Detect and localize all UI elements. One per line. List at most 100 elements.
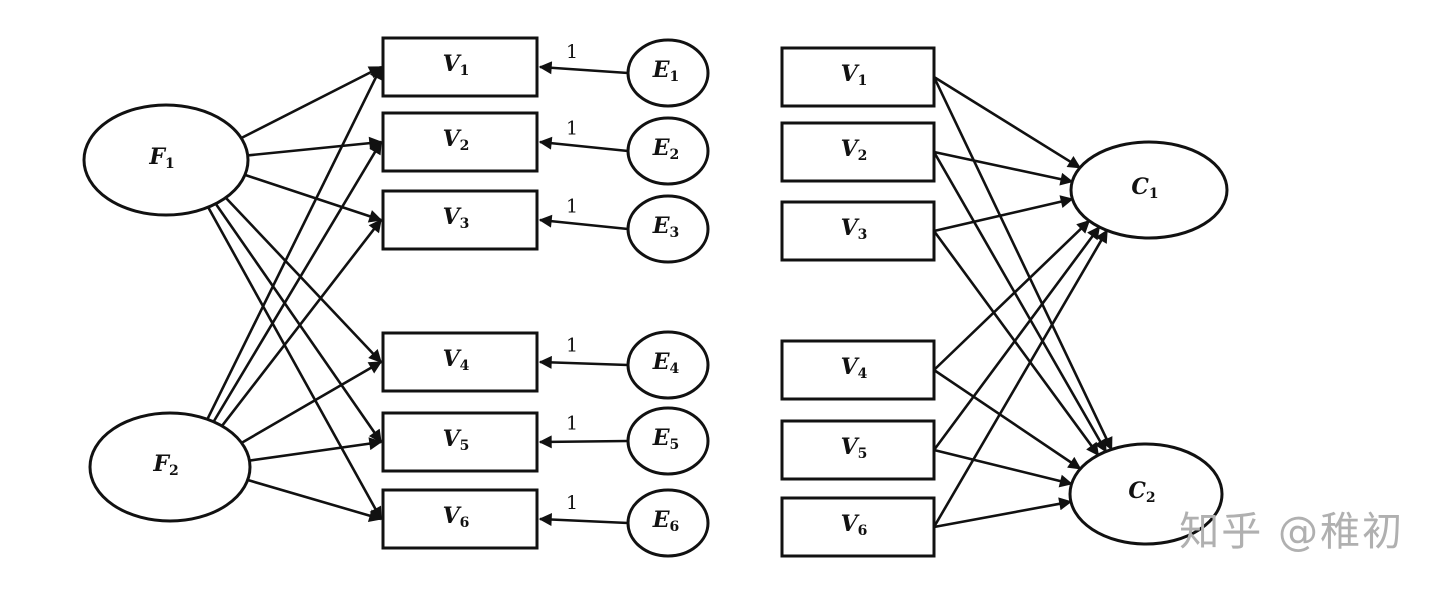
error-edge-E1 bbox=[538, 61, 629, 75]
loading-edge-F2-V6 bbox=[245, 478, 383, 522]
left-indicator-V2: V2 bbox=[381, 111, 539, 173]
weight-edge-V1-C2 bbox=[932, 76, 1113, 451]
indicator-box bbox=[381, 36, 539, 98]
loading-edge-F2-V4 bbox=[239, 360, 383, 445]
weight-edge-V6-C2 bbox=[933, 497, 1073, 529]
indicator-label: V5 bbox=[443, 426, 470, 454]
error-label: E3 bbox=[652, 213, 680, 241]
error-label: E5 bbox=[652, 425, 680, 453]
error-weight-label: 1 bbox=[566, 492, 578, 514]
watermark: 知乎 @稚初 bbox=[1179, 509, 1404, 555]
indicator-box bbox=[780, 46, 936, 108]
weight-edge-V5-C2 bbox=[933, 448, 1073, 488]
loading-edge-F1-V1 bbox=[239, 65, 383, 140]
component-ellipse bbox=[1069, 140, 1229, 240]
left-indicator-V6: V6 bbox=[381, 488, 539, 550]
indicator-label: V2 bbox=[443, 126, 470, 154]
error-weight-label: 1 bbox=[566, 41, 578, 63]
error-E6: E6 bbox=[626, 488, 710, 558]
indicator-label: V3 bbox=[841, 215, 868, 243]
weight-edge-V2-C1 bbox=[933, 150, 1074, 186]
indicator-label: V6 bbox=[443, 503, 470, 531]
error-weight-label: 1 bbox=[566, 335, 578, 357]
error-E5: E5 bbox=[626, 406, 710, 476]
loading-edge-F2-V2 bbox=[211, 140, 383, 424]
factor-ellipse bbox=[82, 103, 250, 217]
error-edge-E6 bbox=[538, 513, 629, 527]
indicator-box bbox=[381, 488, 539, 550]
error-edge-E5 bbox=[538, 435, 629, 449]
indicator-label: V6 bbox=[841, 511, 868, 539]
nodes-layer: 111111V1V2V3V4V5V6F1F2E1E2E3E4E5E6V1V2V3… bbox=[82, 36, 1229, 558]
left-indicator-V5: V5 bbox=[381, 411, 539, 473]
indicator-label: V3 bbox=[443, 204, 470, 232]
indicator-label: V4 bbox=[443, 346, 470, 374]
error-ellipse bbox=[626, 38, 710, 108]
indicator-label: V5 bbox=[841, 434, 868, 462]
error-ellipse bbox=[626, 488, 710, 558]
loading-edge-F2-V3 bbox=[220, 218, 383, 428]
error-label: E2 bbox=[652, 135, 680, 163]
error-ellipse bbox=[626, 330, 710, 400]
loading-edge-F1-V5 bbox=[213, 201, 383, 444]
error-E3: E3 bbox=[626, 194, 710, 264]
loading-edge-F2-V1 bbox=[205, 65, 383, 421]
right-indicator-V5: V5 bbox=[780, 419, 936, 481]
factor-F2: F2 bbox=[88, 411, 252, 523]
error-edge-E2 bbox=[538, 136, 629, 153]
right-indicator-V1: V1 bbox=[780, 46, 936, 108]
weight-edge-V6-C1 bbox=[932, 229, 1109, 528]
weight-edge-V5-C1 bbox=[932, 225, 1101, 451]
indicator-label: V1 bbox=[443, 51, 470, 79]
error-ellipse bbox=[626, 116, 710, 186]
error-weight-label: 1 bbox=[566, 118, 578, 140]
right-indicator-V4: V4 bbox=[780, 339, 936, 401]
error-E1: E1 bbox=[626, 38, 710, 108]
component-ellipse bbox=[1068, 442, 1224, 546]
indicator-label: V1 bbox=[841, 61, 868, 89]
indicator-box bbox=[780, 121, 936, 183]
error-E4: E4 bbox=[626, 330, 710, 400]
right-indicator-V2: V2 bbox=[780, 121, 936, 183]
edges-layer bbox=[205, 61, 1113, 529]
loading-edge-F1-V2 bbox=[245, 136, 383, 157]
loading-edge-F2-V5 bbox=[247, 437, 383, 463]
error-label: E6 bbox=[652, 507, 680, 535]
indicator-label: V4 bbox=[841, 354, 868, 382]
error-label: E4 bbox=[652, 349, 680, 377]
indicator-box bbox=[780, 339, 936, 401]
loading-edge-F1-V4 bbox=[223, 195, 382, 363]
error-ellipse bbox=[626, 406, 710, 476]
left-indicator-V4: V4 bbox=[381, 331, 539, 393]
indicator-box bbox=[381, 411, 539, 473]
factor-ellipse bbox=[88, 411, 252, 523]
factor-label: F1 bbox=[148, 144, 174, 172]
factor-label: F2 bbox=[152, 451, 178, 479]
error-edge-E3 bbox=[538, 214, 629, 231]
weight-edge-V4-C1 bbox=[933, 219, 1091, 371]
right-indicator-V6: V6 bbox=[780, 496, 936, 558]
factor-F1: F1 bbox=[82, 103, 250, 217]
weight-edge-V2-C2 bbox=[932, 151, 1108, 453]
loading-edge-F1-V3 bbox=[243, 173, 383, 223]
component-C1: C1 bbox=[1069, 140, 1229, 240]
component-C2: C2 bbox=[1068, 442, 1224, 546]
component-label: C2 bbox=[1128, 478, 1155, 506]
weight-edge-V3-C2 bbox=[932, 230, 1100, 457]
indicator-box bbox=[780, 419, 936, 481]
right-indicator-V3: V3 bbox=[780, 200, 936, 262]
indicator-label: V2 bbox=[841, 136, 868, 164]
error-E2: E2 bbox=[626, 116, 710, 186]
indicator-box bbox=[381, 111, 539, 173]
indicator-box bbox=[381, 331, 539, 393]
left-indicator-V3: V3 bbox=[381, 189, 539, 251]
error-label: E1 bbox=[652, 57, 680, 85]
weight-edge-V4-C2 bbox=[933, 368, 1082, 470]
left-indicator-V1: V1 bbox=[381, 36, 539, 98]
indicator-box bbox=[780, 496, 936, 558]
indicator-box bbox=[381, 189, 539, 251]
weight-edge-V3-C1 bbox=[933, 195, 1074, 233]
error-edge-E4 bbox=[538, 355, 629, 369]
indicator-box bbox=[780, 200, 936, 262]
